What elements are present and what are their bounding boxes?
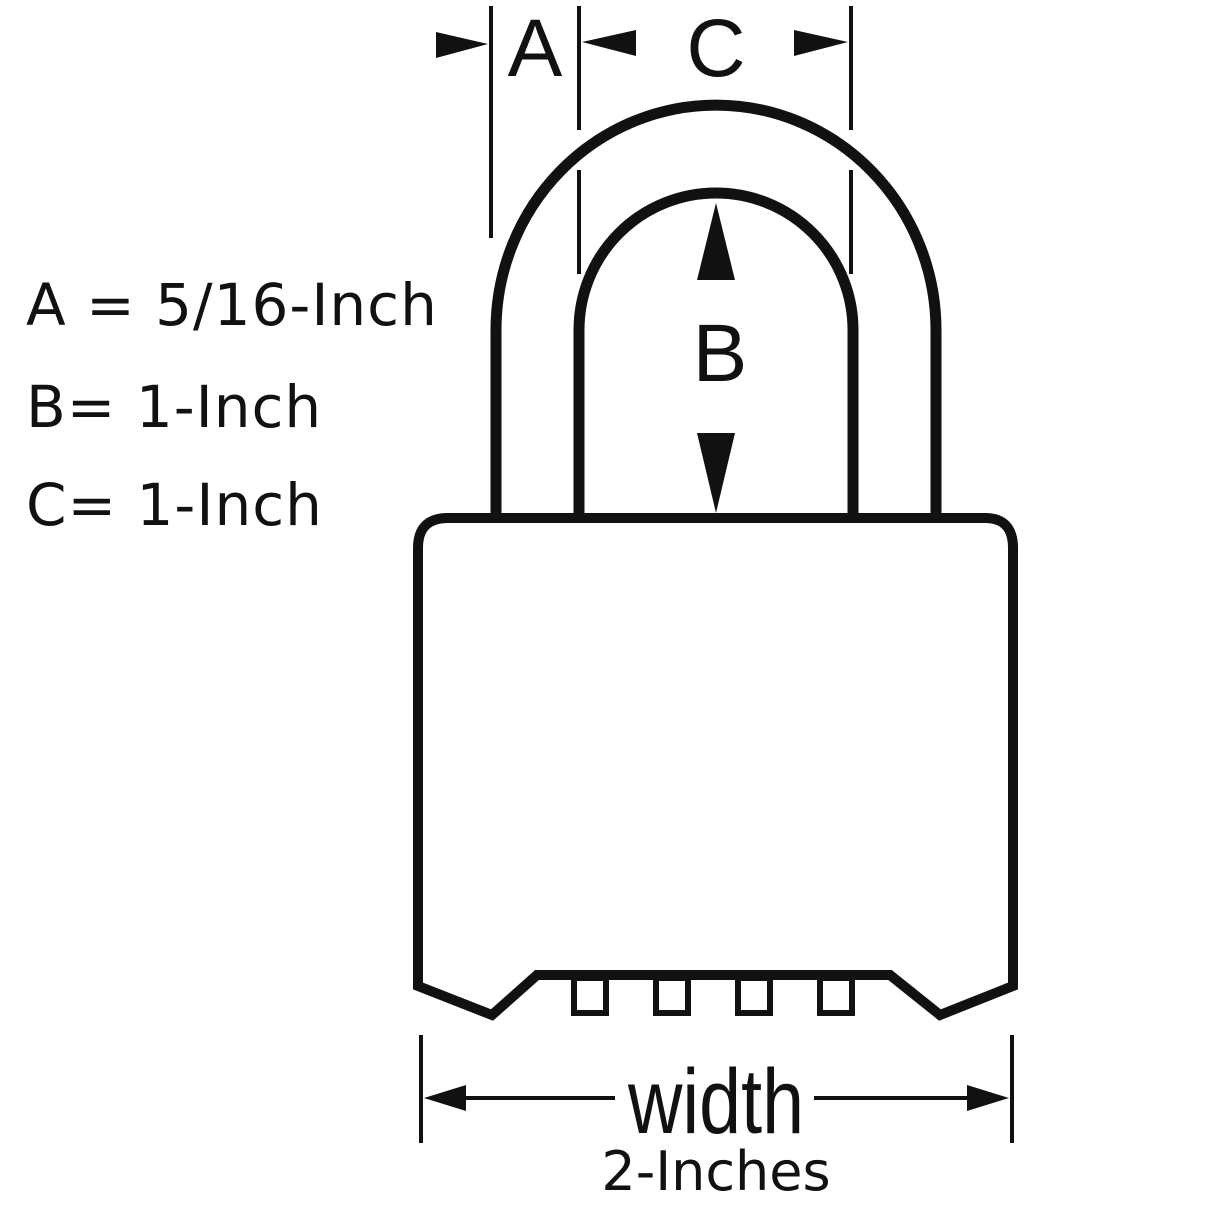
shackle [490,99,942,515]
combination-dials [571,975,855,1016]
dim-width-left-arrow-icon [424,1085,466,1111]
lock-body [413,513,1018,1021]
dim-a-arrow-icon [436,32,488,58]
shackle-outer [490,99,942,515]
dimension-width [419,1035,1014,1143]
dim-label-c: C [686,3,746,94]
dim-c-left-arrow-icon [582,30,636,56]
legend-a: A = 5/16-Inch [26,271,438,339]
dim-c-right-arrow-icon [794,30,848,56]
width-value: 2-Inches [601,1140,831,1203]
dial-1 [571,975,609,1016]
dial-3 [735,975,773,1016]
shackle-inner [573,187,859,515]
legend-b: B= 1-Inch [26,373,323,441]
dim-width-right-arrow-icon [967,1085,1009,1111]
legend-c: C= 1-Inch [26,471,323,539]
dial-4 [817,975,855,1016]
dim-label-a: A [507,3,563,94]
dim-b-down-arrow-icon [697,433,735,513]
dimension-arrowheads-top [436,30,848,58]
dimension-lines-top [489,6,853,274]
dim-label-b: B [692,308,748,399]
width-label: width [626,1051,806,1153]
dial-2 [653,975,691,1016]
dim-b-up-arrow-icon [697,203,735,280]
dimension-b [697,203,735,513]
